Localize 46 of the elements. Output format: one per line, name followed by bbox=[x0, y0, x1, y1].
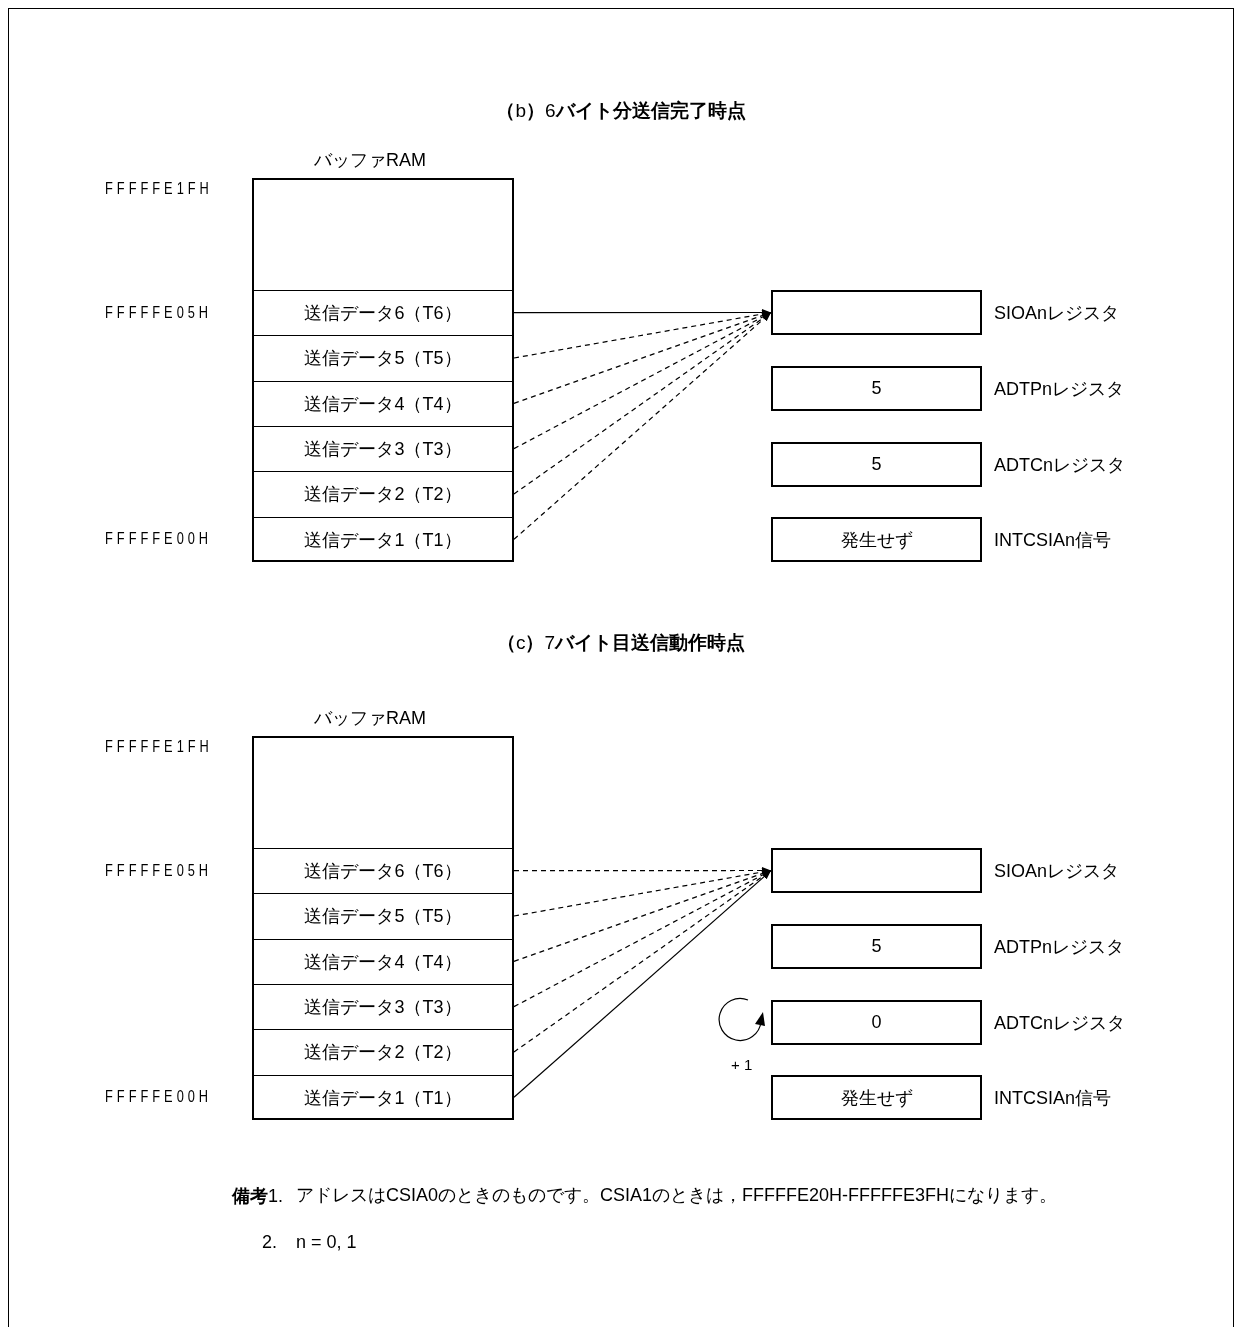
memory-cell: 送信データ4（T4） bbox=[252, 380, 514, 426]
register-box: 5 bbox=[771, 366, 982, 411]
register-name: SIOAnレジスタ bbox=[994, 860, 1120, 883]
register-box: 0 bbox=[771, 1000, 982, 1045]
memory-cell: 送信データ2（T2） bbox=[252, 471, 514, 517]
note-number: 備考1. bbox=[232, 1185, 283, 1208]
register-name: ADTPnレジスタ bbox=[994, 936, 1125, 959]
address-label: FFFFFE00H bbox=[105, 1088, 213, 1106]
arrow bbox=[513, 311, 772, 404]
address-label: FFFFFE00H bbox=[105, 530, 213, 548]
register-name: ADTPnレジスタ bbox=[994, 378, 1125, 401]
increment-label: + 1 bbox=[731, 1056, 753, 1073]
memory-cell: 送信データ1（T1） bbox=[252, 1074, 514, 1120]
memory-cell: 送信データ6（T6） bbox=[252, 290, 514, 336]
note-number: 2. bbox=[262, 1232, 277, 1253]
empty-register-box bbox=[771, 290, 982, 335]
register-name: INTCSIAn信号 bbox=[994, 529, 1112, 552]
arrow bbox=[513, 311, 772, 540]
register-box: 発生せず bbox=[771, 517, 982, 562]
note-text: n = 0, 1 bbox=[296, 1232, 357, 1253]
memory-cell: 送信データ6（T6） bbox=[252, 848, 514, 894]
register-name: ADTCnレジスタ bbox=[994, 1012, 1125, 1035]
memory-cell: 送信データ3（T3） bbox=[252, 984, 514, 1030]
register-box: 5 bbox=[771, 924, 982, 969]
register-name: INTCSIAn信号 bbox=[994, 1087, 1112, 1110]
section-heading: （c）7バイト目送信動作時点 bbox=[495, 631, 747, 655]
memory-cell: 送信データ4（T4） bbox=[252, 938, 514, 984]
address-label: FFFFFE1FH bbox=[105, 738, 213, 756]
section-heading: （b）6バイト分送信完了時点 bbox=[495, 99, 747, 123]
register-box: 5 bbox=[771, 442, 982, 487]
memory-cell: 送信データ3（T3） bbox=[252, 426, 514, 472]
memory-cell: 送信データ2（T2） bbox=[252, 1029, 514, 1075]
address-label: FFFFFE1FH bbox=[105, 180, 213, 198]
memory-cell: 送信データ1（T1） bbox=[252, 516, 514, 562]
memory-cell: 送信データ5（T5） bbox=[252, 335, 514, 381]
note-text: アドレスはCSIA0のときのものです。CSIA1のときは，FFFFFE20H-FFFFFE3FHになります。 bbox=[296, 1184, 1059, 1207]
empty-register-box bbox=[771, 848, 982, 893]
register-name: SIOAnレジスタ bbox=[994, 302, 1120, 325]
memory-title: バッファRAM bbox=[314, 149, 426, 172]
address-label: FFFFFE05H bbox=[105, 304, 213, 322]
register-box: 発生せず bbox=[771, 1075, 982, 1120]
register-name: ADTCnレジスタ bbox=[994, 454, 1125, 477]
memory-title: バッファRAM bbox=[314, 707, 426, 730]
arrow bbox=[513, 869, 772, 1098]
address-label: FFFFFE05H bbox=[105, 862, 213, 880]
memory-cell: 送信データ5（T5） bbox=[252, 893, 514, 939]
